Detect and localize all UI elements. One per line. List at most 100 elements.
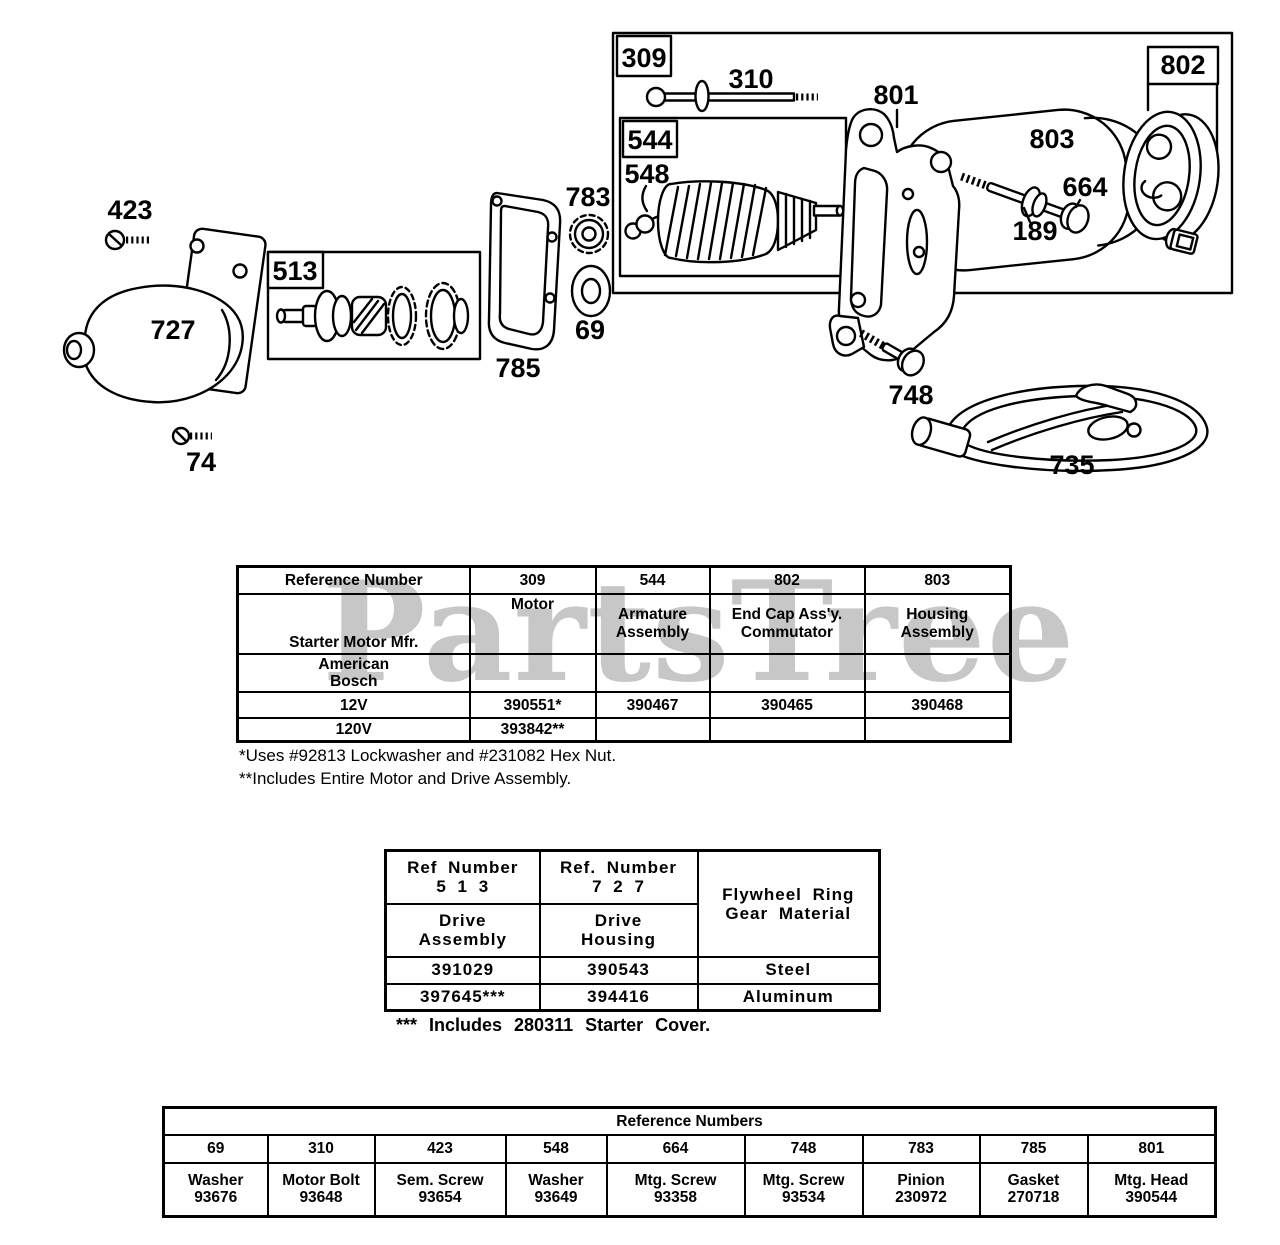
cell: Pinion 230972 bbox=[861, 1161, 981, 1218]
cell: Drive Assembly bbox=[384, 902, 541, 958]
callout-513: 513 bbox=[272, 256, 317, 286]
cell: 120V bbox=[236, 717, 471, 743]
callout-309: 309 bbox=[621, 43, 666, 73]
reference-numbers-table: Reference Numbers 69 310 423 548 664 748… bbox=[162, 1106, 1218, 1218]
table-row: Reference Numbers bbox=[162, 1106, 1217, 1136]
cell: Washer 93649 bbox=[504, 1161, 608, 1218]
table1-footnotes: *Uses #92813 Lockwasher and #231082 Hex … bbox=[239, 744, 616, 790]
callout-801: 801 bbox=[873, 80, 918, 110]
callout-423: 423 bbox=[107, 195, 152, 225]
header-cell: 664 bbox=[605, 1133, 746, 1164]
cell: 390465 bbox=[708, 691, 866, 720]
header-cell: 785 bbox=[978, 1133, 1089, 1164]
table-row: American Bosch bbox=[236, 652, 1012, 694]
end-cap-802-drawing bbox=[1122, 110, 1220, 255]
armature-box-544 bbox=[618, 116, 848, 278]
screw-74-drawing bbox=[171, 426, 212, 446]
callout-785: 785 bbox=[495, 353, 540, 383]
header-cell: 748 bbox=[743, 1133, 864, 1164]
callout-664: 664 bbox=[1062, 172, 1107, 202]
cell: Sem. Screw 93654 bbox=[373, 1161, 507, 1218]
mounting-screw-664-drawing bbox=[960, 172, 1090, 234]
callout-803: 803 bbox=[1029, 124, 1074, 154]
cell: 390543 bbox=[538, 955, 699, 985]
header-cell: Flywheel Ring Gear Material bbox=[696, 849, 881, 958]
header-cell: Ref Number 5 1 3 bbox=[384, 849, 541, 905]
table-row: Reference Number 309 544 802 803 bbox=[236, 565, 1012, 595]
table-row: Washer 93676 Motor Bolt 93648 Sem. Screw… bbox=[162, 1161, 1217, 1218]
table-title: Reference Numbers bbox=[162, 1106, 1217, 1136]
callout-189: 189 bbox=[1012, 216, 1057, 246]
cell bbox=[708, 652, 866, 694]
callout-74: 74 bbox=[186, 447, 216, 477]
cell: Aluminum bbox=[696, 982, 881, 1012]
callout-802: 802 bbox=[1160, 50, 1205, 80]
header-cell: 802 bbox=[708, 565, 866, 595]
table-row: Ref Number 5 1 3 Ref. Number 7 2 7 Flywh… bbox=[384, 849, 881, 958]
table-row: 69 310 423 548 664 748 783 785 801 bbox=[162, 1133, 1217, 1164]
cell: Mtg. Head 390544 bbox=[1086, 1161, 1217, 1218]
cell: Washer 93676 bbox=[162, 1161, 269, 1218]
washer-69-drawing bbox=[570, 264, 612, 318]
cell: Armature Assembly bbox=[594, 592, 711, 655]
motor-bolt-310-drawing bbox=[645, 79, 818, 113]
callout-735: 735 bbox=[1049, 450, 1094, 480]
callout-leader-lines bbox=[895, 108, 1082, 224]
table-row: 12V 390551* 390467 390465 390468 bbox=[236, 691, 1012, 720]
cell bbox=[594, 717, 711, 743]
header-cell: 783 bbox=[861, 1133, 981, 1164]
cell: 391029 bbox=[384, 955, 541, 985]
header-cell: 423 bbox=[373, 1133, 507, 1164]
header-cell: 69 bbox=[162, 1133, 269, 1164]
cell: 390468 bbox=[863, 691, 1012, 720]
gasket-785-drawing bbox=[487, 191, 562, 351]
drive-housing-727-drawing bbox=[62, 227, 267, 404]
starter-motor-exploded-diagram: 309 310 544 548 801 802 803 664 189 748 … bbox=[62, 31, 1234, 480]
header-cell: 544 bbox=[594, 565, 711, 595]
cell: 394416 bbox=[538, 982, 699, 1012]
cell: Housing Assembly bbox=[863, 592, 1012, 655]
cell: Mtg. Screw 93534 bbox=[743, 1161, 864, 1218]
cell: Steel bbox=[696, 955, 881, 985]
callout-544: 544 bbox=[627, 125, 672, 155]
cell: 12V bbox=[236, 691, 471, 720]
cell: Gasket 270718 bbox=[978, 1161, 1089, 1218]
cell: Motor Bolt 93648 bbox=[266, 1161, 376, 1218]
mounting-screw-748-drawing bbox=[858, 329, 925, 377]
callout-783: 783 bbox=[565, 182, 610, 212]
header-cell: 803 bbox=[863, 565, 1012, 595]
cell: Motor bbox=[468, 592, 597, 655]
cell: Drive Housing bbox=[538, 902, 699, 958]
table-row: 120V 393842** bbox=[236, 717, 1012, 743]
cell: 397645*** bbox=[384, 982, 541, 1012]
cell: Mtg. Screw 93358 bbox=[605, 1161, 746, 1218]
header-cell: 548 bbox=[504, 1133, 608, 1164]
table-row: Starter Motor Mfr. Motor Armature Assemb… bbox=[236, 592, 1012, 655]
mounting-bracket-801-drawing bbox=[828, 108, 961, 362]
table-row: 397645*** 394416 Aluminum bbox=[384, 982, 881, 1012]
cell bbox=[594, 652, 711, 694]
header-cell: 310 bbox=[266, 1133, 376, 1164]
header-cell: 801 bbox=[1086, 1133, 1217, 1164]
header-cell: 309 bbox=[468, 565, 597, 595]
pinion-783-drawing bbox=[568, 213, 610, 255]
cell: 390467 bbox=[594, 691, 711, 720]
table-row: 391029 390543 Steel bbox=[384, 955, 881, 985]
footnote: *Uses #92813 Lockwasher and #231082 Hex … bbox=[239, 746, 617, 765]
starter-motor-reference-table: Reference Number 309 544 802 803 Starter… bbox=[236, 565, 1012, 743]
footnote: **Includes Entire Motor and Drive Assemb… bbox=[239, 769, 572, 788]
header-cell: Reference Number bbox=[236, 565, 471, 595]
callout-310: 310 bbox=[728, 64, 773, 94]
sem-screw-423-drawing bbox=[104, 229, 150, 251]
callout-748: 748 bbox=[888, 380, 933, 410]
header-cell: Ref. Number 7 2 7 bbox=[538, 849, 699, 905]
cell bbox=[708, 717, 866, 743]
cell: American Bosch bbox=[236, 652, 471, 694]
drive-assembly-box-513 bbox=[266, 250, 482, 361]
drive-flywheel-table: Ref Number 5 1 3 Ref. Number 7 2 7 Flywh… bbox=[384, 849, 881, 1012]
callout-548: 548 bbox=[624, 159, 669, 189]
armature-drawing bbox=[624, 180, 845, 264]
table2-footnote: *** Includes 280311 Starter Cover. bbox=[396, 1015, 711, 1035]
cell: Starter Motor Mfr. bbox=[236, 592, 471, 655]
